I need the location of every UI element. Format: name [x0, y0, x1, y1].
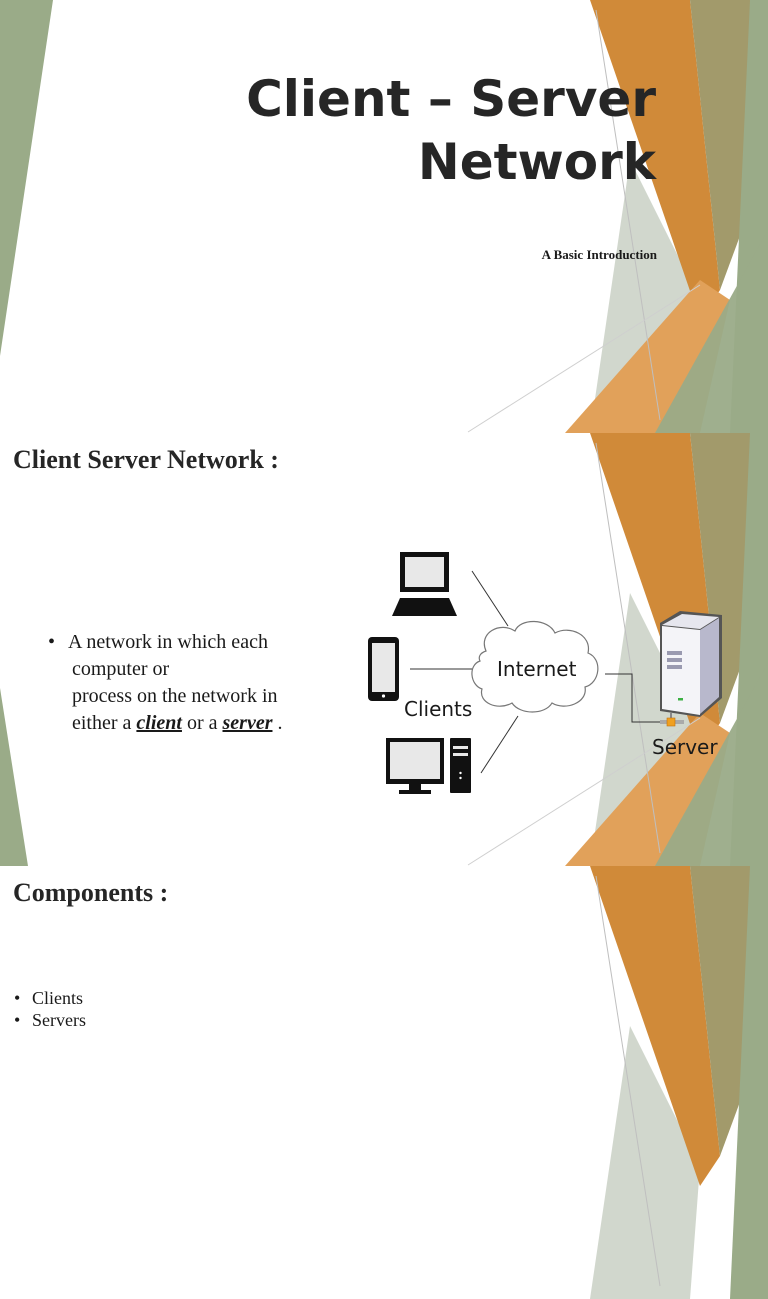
term-server: server: [222, 712, 273, 734]
server-tower-icon: [660, 611, 722, 727]
list-item-text: Servers: [32, 1010, 86, 1030]
bullet-text: A network in which each: [68, 631, 268, 653]
bullet-text-prefix: either a: [72, 712, 137, 734]
list-item: • Clients: [14, 987, 86, 1009]
slide-title: Client – Server Network A Basic Introduc…: [0, 0, 768, 433]
title-line-1: Client – Server: [246, 70, 656, 128]
slide-heading: Client Server Network :: [13, 445, 279, 474]
slide-client-server-network: Client Server Network : • A network in wh…: [0, 433, 768, 866]
cloud-icon: [471, 620, 599, 713]
decorative-shapes: [590, 866, 768, 1299]
green-facet: [655, 663, 768, 866]
smartphone-icon: [368, 637, 399, 701]
server-label: Server: [652, 735, 718, 759]
left-green-wedge: [0, 688, 28, 866]
bullet-text-middle: or a: [181, 712, 223, 734]
connector-internet-server: [605, 673, 662, 723]
connector-desktop-internet: [480, 715, 519, 774]
thin-line: [467, 717, 701, 866]
bullet-marker: •: [14, 1010, 21, 1030]
connector-laptop-internet: [471, 570, 509, 627]
bullet-text: computer or: [72, 658, 170, 680]
decorative-shapes: [0, 0, 768, 433]
laptop-icon: [392, 552, 457, 616]
bullet-marker: •: [48, 631, 56, 653]
bullet-definition: • A network in which each computer or pro…: [48, 629, 348, 737]
network-diagram: [368, 552, 722, 794]
green-facet: [655, 230, 768, 433]
thin-line: [467, 284, 701, 433]
list-item-text: Clients: [32, 988, 84, 1008]
list-item: • Servers: [14, 1009, 86, 1031]
slide-title-text: Client – Server Network: [96, 68, 656, 194]
thin-line: [595, 9, 661, 421]
desktop-computer-icon: [386, 738, 471, 794]
slide-components: Components : • Clients • Servers: [0, 866, 768, 1299]
title-line-2: Network: [417, 133, 656, 191]
components-list: • Clients • Servers: [14, 987, 86, 1031]
bullet-text: process on the network in: [72, 685, 278, 707]
clients-label: Clients: [404, 697, 473, 721]
left-green-wedge: [0, 0, 53, 356]
thin-line: [595, 442, 661, 854]
bullet-text-suffix: .: [272, 712, 283, 734]
orange-band: [590, 0, 720, 320]
bullet-text: either a client or a server .: [48, 710, 348, 737]
slide-subtitle: A Basic Introduction: [541, 247, 657, 262]
slide-heading: Components :: [13, 878, 169, 907]
bullet-marker: •: [14, 988, 21, 1008]
internet-label: Internet: [497, 657, 577, 681]
term-client: client: [136, 712, 182, 734]
